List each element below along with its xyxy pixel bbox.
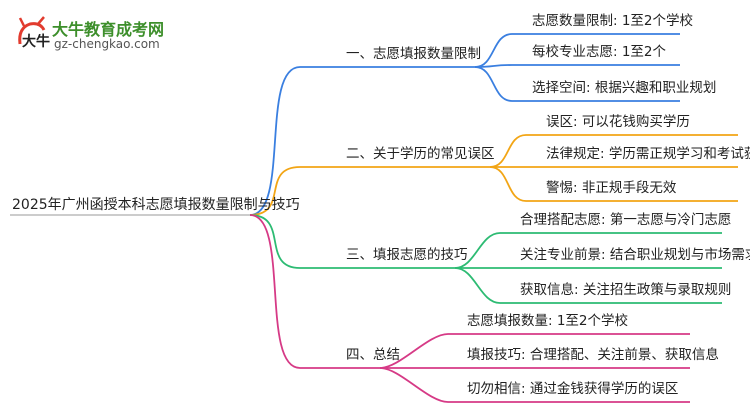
branch-2-leaf-3: 警惕: 非正规手段无效 <box>546 180 677 196</box>
branch-1-leaf-2-connector <box>474 64 680 68</box>
branch-2-leaf-1-connector <box>489 134 738 168</box>
root-node: 2025年广州函授本科志愿填报数量限制与技巧 <box>12 197 300 213</box>
branch-3-leaf-3-connector <box>454 267 722 304</box>
logo-url: gz-chengkao.com <box>54 37 160 51</box>
branch-3-leaf-1-connector <box>454 232 722 269</box>
branch-4-leaf-3: 切勿相信: 通过金钱获得学历的误区 <box>467 381 679 397</box>
branch-1-leaf-3-connector <box>474 66 680 102</box>
branch-2-leaf-2: 法律规定: 学历需正规学习和考试获得 <box>546 146 750 162</box>
branch-3-leaf-1: 合理搭配志愿: 第一志愿与冷门志愿 <box>520 212 732 228</box>
branch-4-leaf-1-connector <box>379 333 690 369</box>
branch-3-leaf-2: 关注专业前景: 结合职业规划与市场需求 <box>520 247 750 263</box>
branch-2-label: 二、关于学历的常见误区 <box>346 146 495 162</box>
branch-1-leaf-3: 选择空间: 根据兴趣和职业规划 <box>532 80 717 96</box>
branch-1-connector <box>249 66 301 216</box>
branch-4-leaf-3-connector <box>379 367 690 403</box>
branch-1-label: 一、志愿填报数量限制 <box>346 46 481 62</box>
branch-2-connector <box>249 166 301 216</box>
branch-1-leaf-1-connector <box>474 33 680 68</box>
branch-1-leaf-1: 志愿数量限制: 1至2个学校 <box>532 13 694 29</box>
bull-logo-icon: 大牛 <box>18 16 50 50</box>
svg-text:大牛: 大牛 <box>22 33 50 50</box>
branch-3-label: 三、填报志愿的技巧 <box>346 247 468 263</box>
branch-4-leaf-1: 志愿填报数量: 1至2个学校 <box>467 313 629 329</box>
branch-3-leaf-3: 获取信息: 关注招生政策与录取规则 <box>520 282 732 298</box>
branch-2-leaf-3-connector <box>489 166 738 202</box>
branch-2-leaf-1: 误区: 可以花钱购买学历 <box>546 114 690 130</box>
branch-4-label: 四、总结 <box>346 347 400 363</box>
branch-4-leaf-2: 填报技巧: 合理搭配、关注前景、获取信息 <box>467 347 719 363</box>
site-logo[interactable]: 大牛 大牛教育成考网 gz-chengkao.com <box>14 14 184 56</box>
branch-3-connector <box>249 214 301 269</box>
branch-1-leaf-2: 每校专业志愿: 1至2个 <box>532 44 667 60</box>
branch-4-connector <box>249 214 301 369</box>
logo-title: 大牛教育成考网 <box>52 20 165 39</box>
